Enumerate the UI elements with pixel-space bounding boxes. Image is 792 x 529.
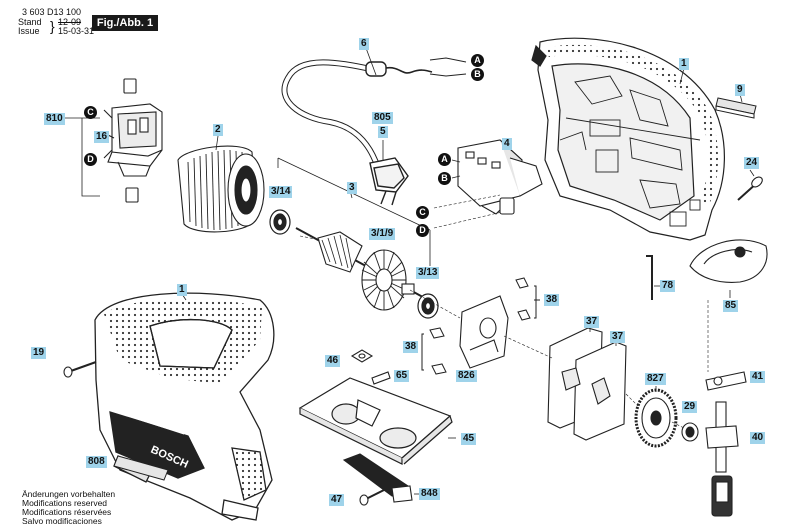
connector-a-cable: A <box>471 54 484 67</box>
hex-key-78 <box>646 255 653 300</box>
bearing-29 <box>681 422 699 442</box>
part-label-810: 810 <box>44 113 65 125</box>
part-label-3-14: 3/14 <box>269 186 293 198</box>
pad-9 <box>715 97 757 119</box>
housing-half-left <box>94 292 275 521</box>
issue-label: Issue <box>18 26 40 36</box>
armature <box>295 227 433 311</box>
part-label-805: 805 <box>372 112 393 124</box>
part-label-45: 45 <box>461 433 477 445</box>
part-label-3-13: 3/13 <box>416 267 440 279</box>
gear-827 <box>634 388 678 448</box>
screw-47 <box>359 489 385 506</box>
part-label-827: 827 <box>645 373 666 385</box>
chip-guard-85 <box>689 239 768 283</box>
part-label-3: 3 <box>347 182 357 194</box>
label-plate-808 <box>113 455 169 481</box>
part-number: 3 603 D13 100 <box>22 7 82 17</box>
clips-38-top <box>515 277 540 321</box>
footer-line-de: Änderungen vorbehalten <box>22 489 116 499</box>
part-label-1-right: 1 <box>679 58 689 70</box>
electronic-switch <box>457 139 543 215</box>
part-label-848: 848 <box>419 488 440 500</box>
part-label-37a: 37 <box>584 316 600 328</box>
part-label-2: 2 <box>213 124 223 136</box>
plunger-40 <box>705 401 739 517</box>
issue-date: 15-03-31 <box>58 26 95 36</box>
connector-d-switch: D <box>416 224 429 237</box>
figure-label: Fig./Abb. 1 <box>92 15 158 31</box>
footer-line-fr: Modifications réservées <box>22 507 112 517</box>
base-plate-45 <box>298 377 453 465</box>
stator <box>177 145 265 233</box>
lever-848 <box>342 453 413 503</box>
stand-date: 12-09 <box>58 17 82 27</box>
power-cable <box>281 57 467 169</box>
connector-c-switch-assembly: C <box>84 106 97 119</box>
connector-b-cable: B <box>471 68 484 81</box>
part-label-85: 85 <box>723 300 739 312</box>
part-label-37b: 37 <box>610 331 626 343</box>
brace-glyph: } <box>50 18 55 34</box>
switch-assembly <box>81 78 163 203</box>
bearing-3-13 <box>417 293 439 319</box>
part-label-808: 808 <box>86 456 107 468</box>
plates-37 <box>547 327 627 441</box>
connector-d-switch-assembly: D <box>84 153 97 166</box>
part-label-24: 24 <box>744 157 760 169</box>
part-label-41: 41 <box>750 371 766 383</box>
connector-c-switch: C <box>416 206 429 219</box>
part-label-78: 78 <box>660 280 676 292</box>
screw-24 <box>737 176 763 201</box>
part-label-826: 826 <box>456 370 477 382</box>
footer-line-es: Salvo modificaciones <box>22 516 102 526</box>
part-label-9: 9 <box>735 84 745 96</box>
assembly-guides <box>299 235 709 429</box>
connector-b-switch: B <box>438 172 451 185</box>
part-label-3-1-9: 3/1/9 <box>369 228 396 240</box>
part-label-38-bottom: 38 <box>403 341 419 353</box>
screw-19 <box>63 361 97 378</box>
clip-65 <box>371 371 391 385</box>
housing-half-right <box>531 37 725 241</box>
part-label-46: 46 <box>325 355 341 367</box>
guide-roller-41 <box>705 371 747 391</box>
part-label-1-left: 1 <box>177 284 187 296</box>
part-label-4: 4 <box>502 138 512 150</box>
part-label-65: 65 <box>394 370 410 382</box>
nut-46 <box>350 349 374 363</box>
connector-a-switch: A <box>438 153 451 166</box>
bearing-3-14 <box>269 209 291 235</box>
mains-plug <box>369 157 409 206</box>
part-label-40: 40 <box>750 432 766 444</box>
part-label-38-top: 38 <box>544 294 560 306</box>
stand-label: Stand <box>18 17 42 27</box>
part-label-16: 16 <box>94 131 110 143</box>
plate-826 <box>459 295 509 369</box>
part-label-47: 47 <box>329 494 345 506</box>
part-label-29: 29 <box>682 401 698 413</box>
part-label-19: 19 <box>31 347 47 359</box>
part-label-6: 6 <box>359 38 369 50</box>
footer-line-en: Modifications reserved <box>22 498 108 508</box>
clips-38-bottom <box>421 327 447 375</box>
part-label-5: 5 <box>378 126 388 138</box>
